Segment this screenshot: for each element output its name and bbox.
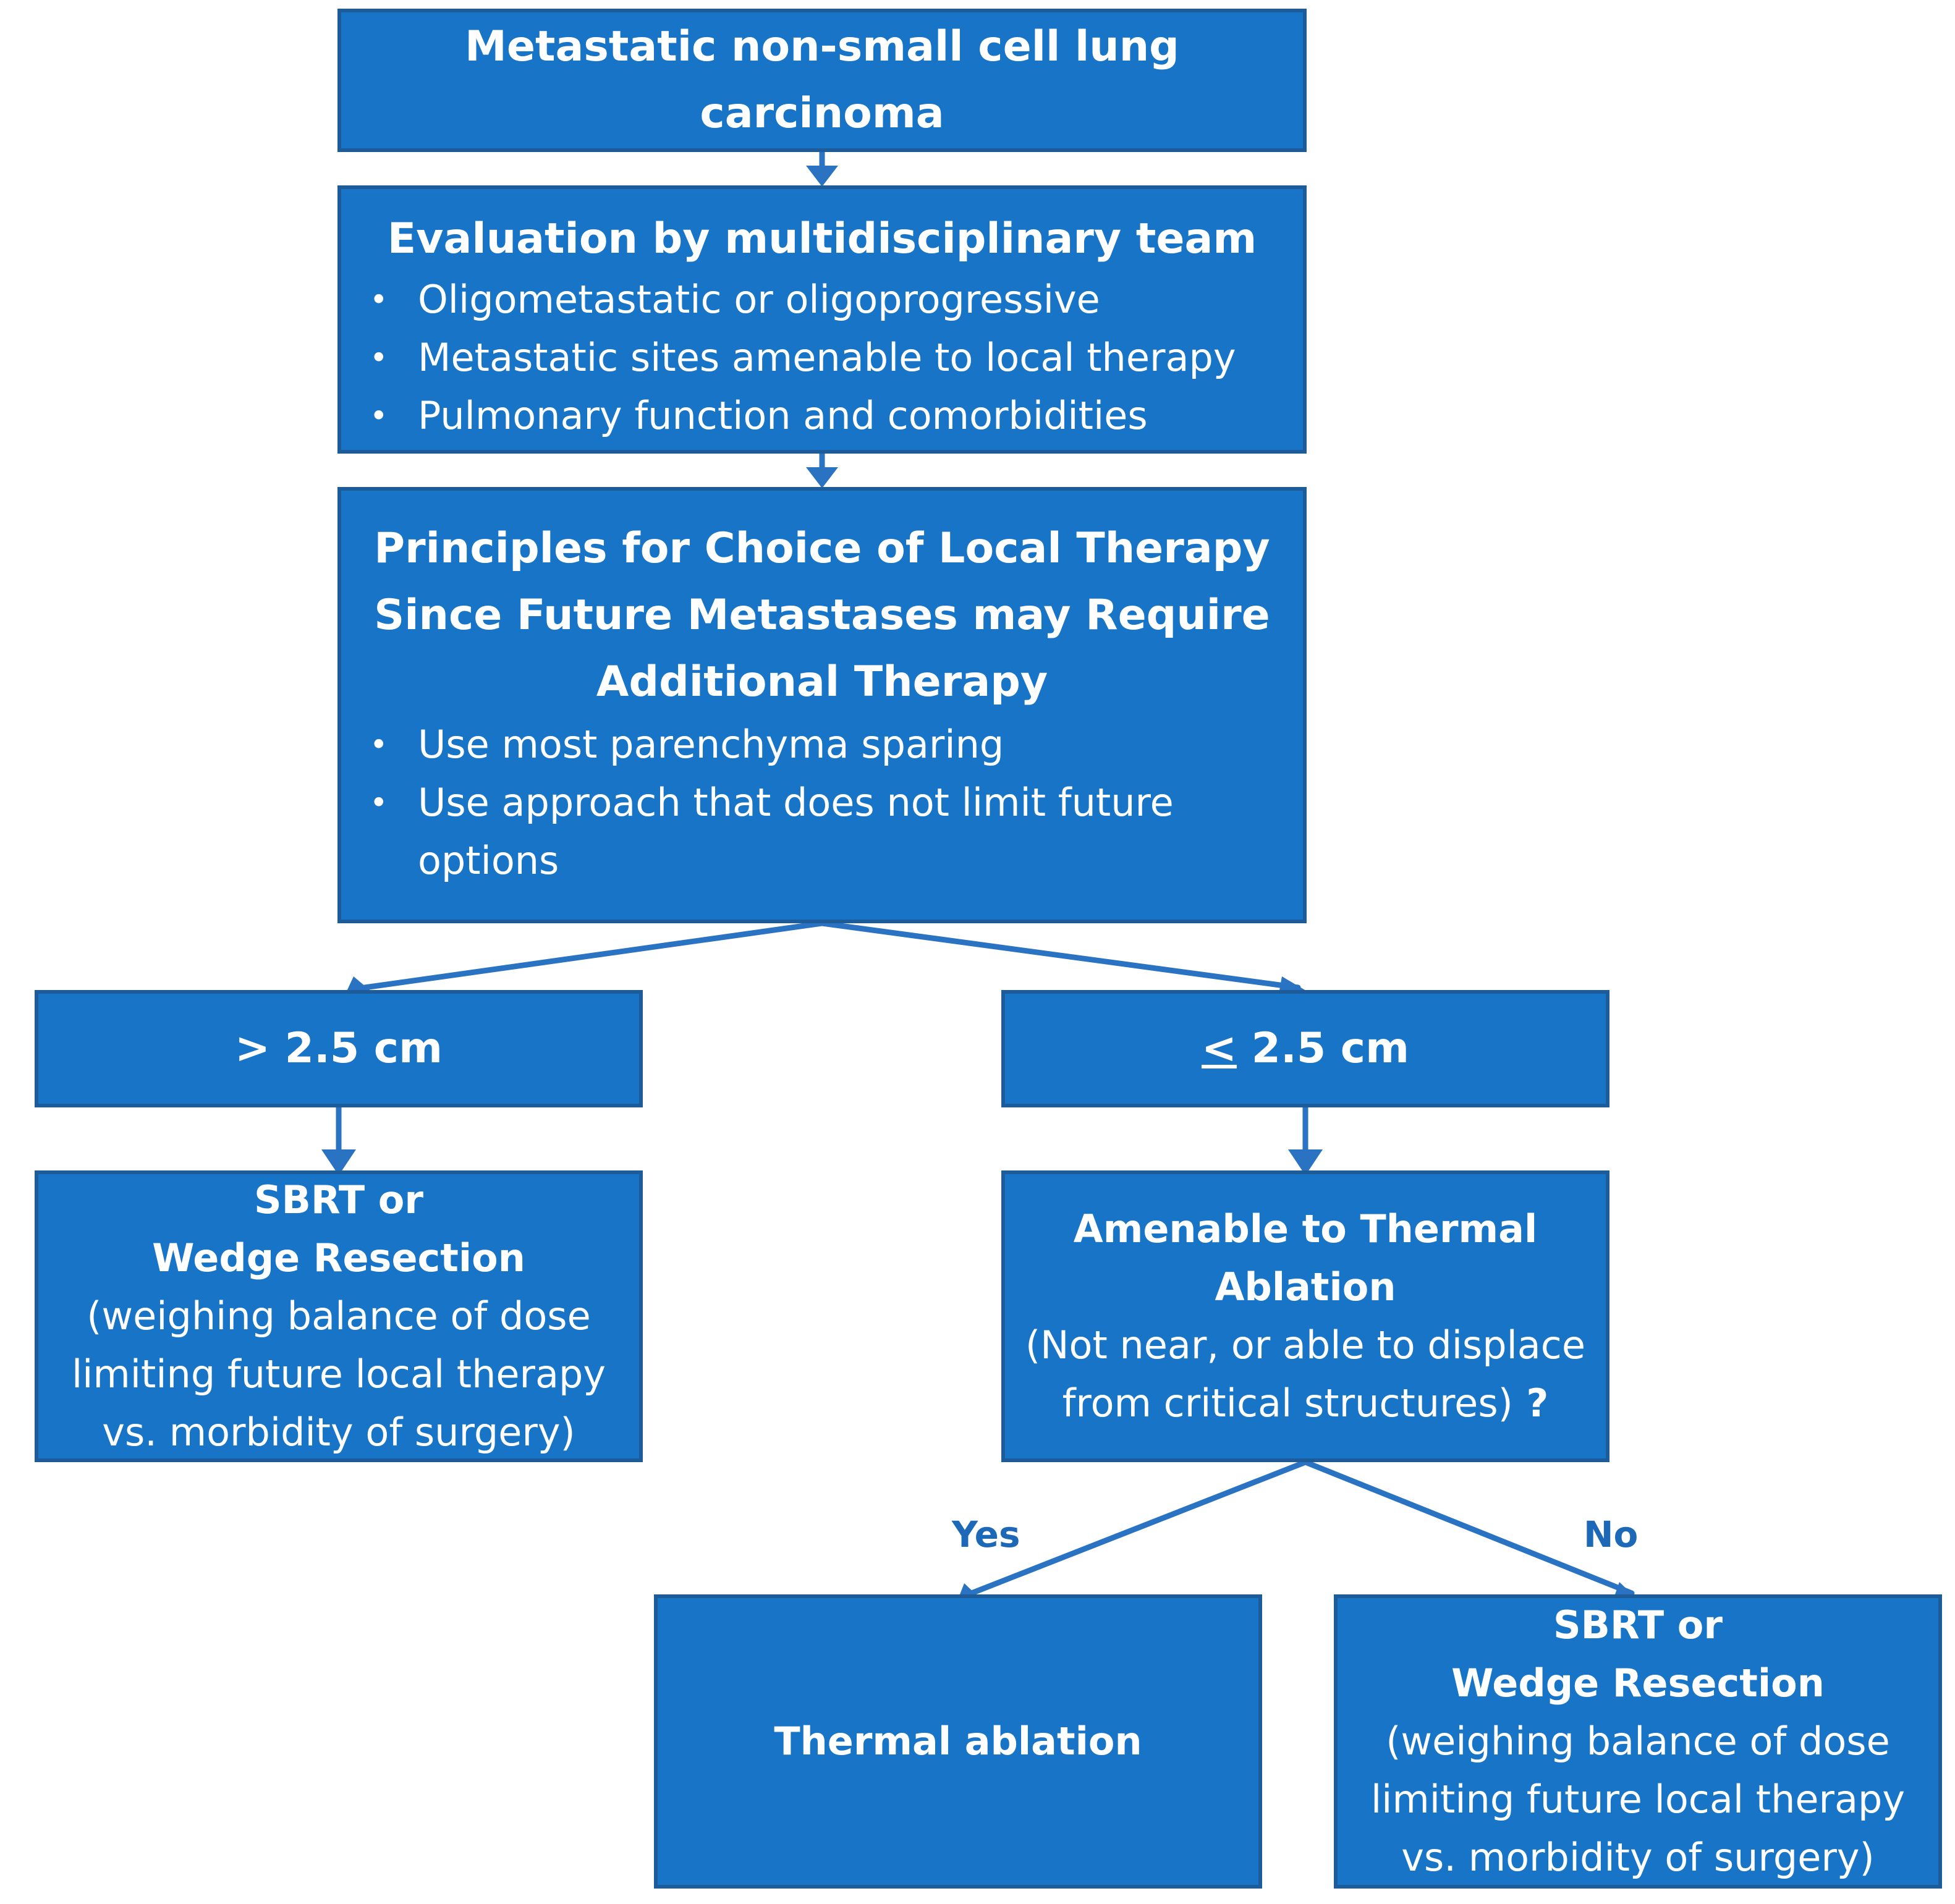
evaluation-bullets: •Oligometastatic or oligoprogressive •Me… [341,271,1303,445]
arrowhead-evaluation [806,166,838,187]
node-start: Metastatic non-small cell lung carcinoma [337,9,1307,152]
sbrt-left-bold-1: SBRT or [254,1177,423,1222]
node-sbrt-right: SBRT or Wedge Resection (weighing balanc… [1334,1594,1942,1889]
principles-bullet-continuation: options [418,838,559,883]
sbrt-left-line-1: (weighing balance of dose [87,1293,591,1339]
start-line-1: Metastatic non-small cell lung [465,22,1179,71]
sbrt-right-bold-2: Wedge Resection [1451,1661,1825,1706]
principles-title-line-1: Principles for Choice of Local Therapy [374,524,1270,573]
size-large-label: > 2.5 cm [235,1024,443,1073]
arrowhead-principles [806,467,838,488]
question-mark: ? [1512,1381,1549,1426]
arrowhead-question [1288,1149,1323,1175]
node-sbrt-left: SBRT or Wedge Resection (weighing balanc… [35,1170,643,1462]
node-size-large: > 2.5 cm [35,990,643,1107]
size-small-label: < 2.5 cm [1202,1024,1409,1073]
start-line-2: carcinoma [700,89,944,138]
sbrt-right-line-3: vs. morbidity of surgery) [1401,1835,1875,1880]
principles-bullet: •Use most parenchyma sparing [370,722,1004,767]
branch-label-yes: Yes [952,1513,1020,1555]
node-thermal-ablation: Thermal ablation [654,1594,1262,1889]
node-evaluation: Evaluation by multidisciplinary team •Ol… [337,185,1307,454]
arrow-question-to-ablation [969,1459,1308,1596]
sbrt-left-bold-2: Wedge Resection [152,1235,525,1280]
evaluation-bullet: •Metastatic sites amenable to local ther… [370,335,1236,380]
thermal-ablation-label: Thermal ablation [774,1719,1142,1764]
principles-title-line-3: Additional Therapy [596,658,1048,706]
question-bold-2: Ablation [1215,1264,1396,1310]
branch-label-no: No [1584,1513,1639,1555]
arrow-question-to-sbrt [1302,1459,1635,1596]
question-line-1: (Not near, or able to displace [1025,1322,1586,1368]
sbrt-left-line-3: vs. morbidity of surgery) [102,1410,575,1455]
node-thermal-question: Amenable to Thermal Ablation (Not near, … [1001,1170,1609,1462]
sbrt-left-line-2: limiting future local therapy [71,1352,606,1397]
evaluation-bullet: •Pulmonary function and comorbidities [370,393,1148,438]
evaluation-title: Evaluation by multidisciplinary team [387,214,1257,263]
question-bold-1: Amenable to Thermal [1073,1206,1538,1251]
principles-title-line-2: Since Future Metastases may Require [374,591,1270,640]
sbrt-right-line-2: limiting future local therapy [1370,1777,1906,1822]
sbrt-right-line-1: (weighing balance of dose [1386,1719,1890,1764]
arrow-principles-to-large [362,920,825,991]
principles-bullet: •Use approach that does not limit future [370,780,1174,825]
node-principles: Principles for Choice of Local Therapy S… [337,487,1307,923]
node-size-small: < 2.5 cm [1001,990,1609,1107]
less-equal-symbol: < [1202,1024,1237,1073]
arrowhead-sbrt-left [321,1149,356,1175]
sbrt-right-bold-1: SBRT or [1553,1602,1723,1648]
question-line-2: from critical structures) ? [1062,1381,1549,1426]
arrow-principles-to-small [819,920,1301,991]
evaluation-bullet: •Oligometastatic or oligoprogressive [370,277,1100,322]
principles-bullets: •Use most parenchyma sparing •Use approa… [341,716,1303,890]
